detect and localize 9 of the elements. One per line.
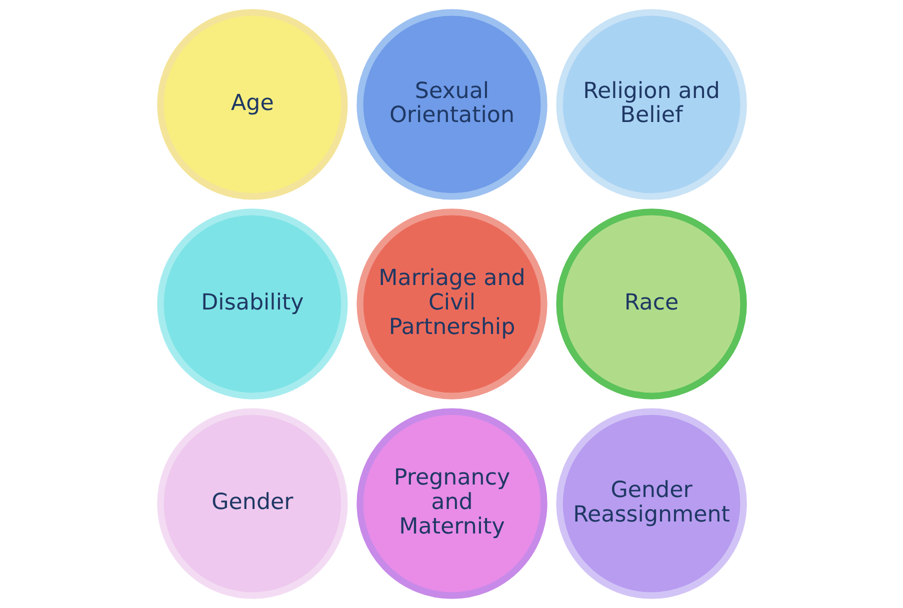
node-circle: Religion and Belief bbox=[556, 9, 746, 200]
node-circle: Age bbox=[156, 9, 348, 200]
node-circle: Marriage and Civil Partnership bbox=[356, 208, 547, 400]
node-circle: Pregnancy and Maternity bbox=[356, 408, 547, 599]
node-circle: Gender bbox=[156, 408, 348, 599]
node-circle: Disability bbox=[156, 208, 348, 400]
node-circle: Sexual Orientation bbox=[356, 9, 547, 200]
node-circle: Race bbox=[556, 208, 746, 400]
node-circle: Gender Reassignment bbox=[556, 408, 746, 599]
